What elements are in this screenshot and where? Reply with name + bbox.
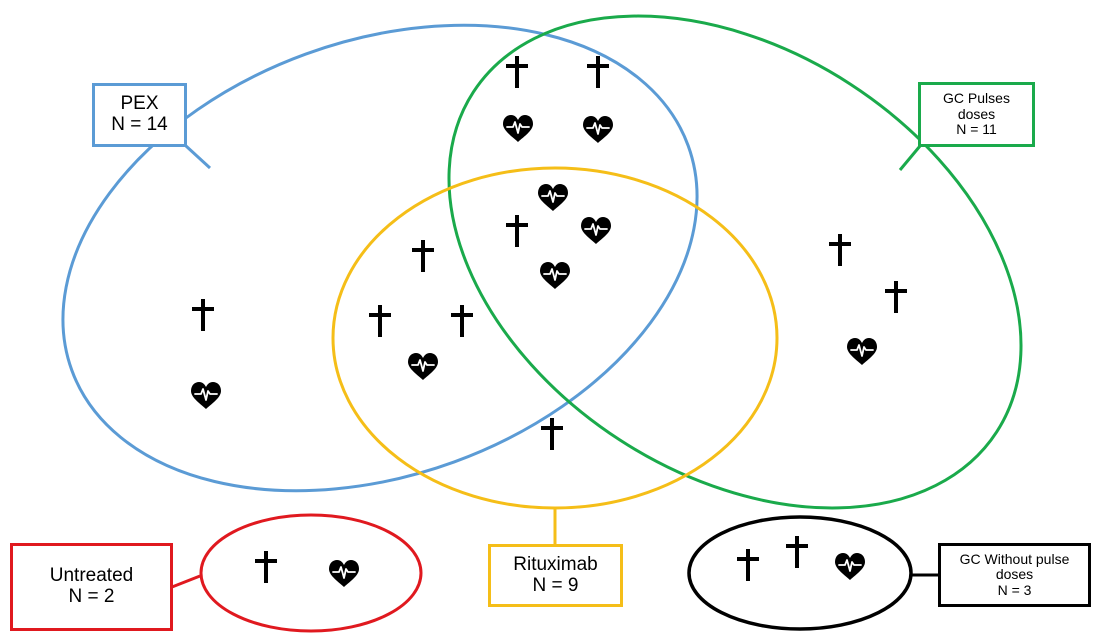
cross-icon	[885, 281, 907, 313]
rituximab-set-ellipse	[331, 166, 779, 510]
gc-without-set-ellipse	[687, 515, 913, 631]
gc-pulses-label-count: N = 11	[956, 121, 997, 138]
heart-ecg-icon	[190, 381, 222, 410]
gc-without-label-box: GC Without pulse doses N = 3	[938, 543, 1091, 607]
rituximab-label-name: Rituximab	[513, 553, 598, 575]
gc-pulses-connector	[898, 145, 922, 171]
heart-ecg-icon	[846, 337, 878, 366]
region-pex-gc-rituximab	[506, 183, 612, 290]
region-gc-pulses-only	[829, 234, 907, 366]
cross-icon	[541, 418, 563, 450]
region-pex-rituximab	[369, 240, 473, 381]
heart-ecg-icon	[834, 552, 866, 581]
cross-icon	[829, 234, 851, 266]
heart-ecg-icon	[328, 559, 360, 588]
gc-pulses-set-ellipse	[447, 14, 1023, 510]
gc-without-label-name: GC Without pulse doses	[959, 550, 1070, 583]
heart-ecg-icon	[537, 183, 569, 212]
heart-ecg-icon	[580, 216, 612, 245]
rituximab-label-box: Rituximab N = 9	[488, 544, 623, 607]
heart-ecg-icon	[539, 261, 571, 290]
untreated-label-count: N = 2	[68, 586, 115, 607]
gc-pulses-label-box: GC Pulses doses N = 11	[918, 82, 1035, 147]
heart-ecg-icon	[407, 352, 439, 381]
region-untreated	[255, 551, 360, 588]
cross-icon	[506, 56, 528, 88]
pex-label-box: PEX N = 14	[92, 83, 187, 147]
heart-ecg-icon	[502, 114, 534, 143]
cross-icon	[737, 549, 759, 581]
pex-connector	[184, 144, 212, 170]
cross-icon	[786, 536, 808, 568]
rituximab-label-count: N = 9	[532, 574, 579, 596]
cross-icon	[451, 305, 473, 337]
pex-label-count: N = 14	[111, 114, 168, 135]
untreated-set-ellipse	[199, 513, 423, 633]
region-rituximab-only	[541, 418, 563, 450]
region-gc-without	[737, 536, 866, 581]
pex-label-name: PEX	[120, 93, 159, 115]
untreated-label-name: Untreated	[49, 565, 134, 587]
cross-icon	[369, 305, 391, 337]
cross-icon	[587, 56, 609, 88]
region-pex-gc	[502, 56, 614, 144]
region-pex-only	[190, 299, 222, 410]
untreated-connector	[171, 574, 201, 589]
cross-icon	[506, 215, 528, 247]
pex-set-ellipse	[61, 23, 699, 493]
cross-icon	[192, 299, 214, 331]
gc-pulses-label-name: GC Pulses doses	[943, 90, 1010, 122]
untreated-label-box: Untreated N = 2	[10, 543, 173, 631]
gc-without-label-count: N = 3	[997, 581, 1032, 598]
heart-ecg-icon	[582, 115, 614, 144]
cross-icon	[412, 240, 434, 272]
cross-icon	[255, 551, 277, 583]
